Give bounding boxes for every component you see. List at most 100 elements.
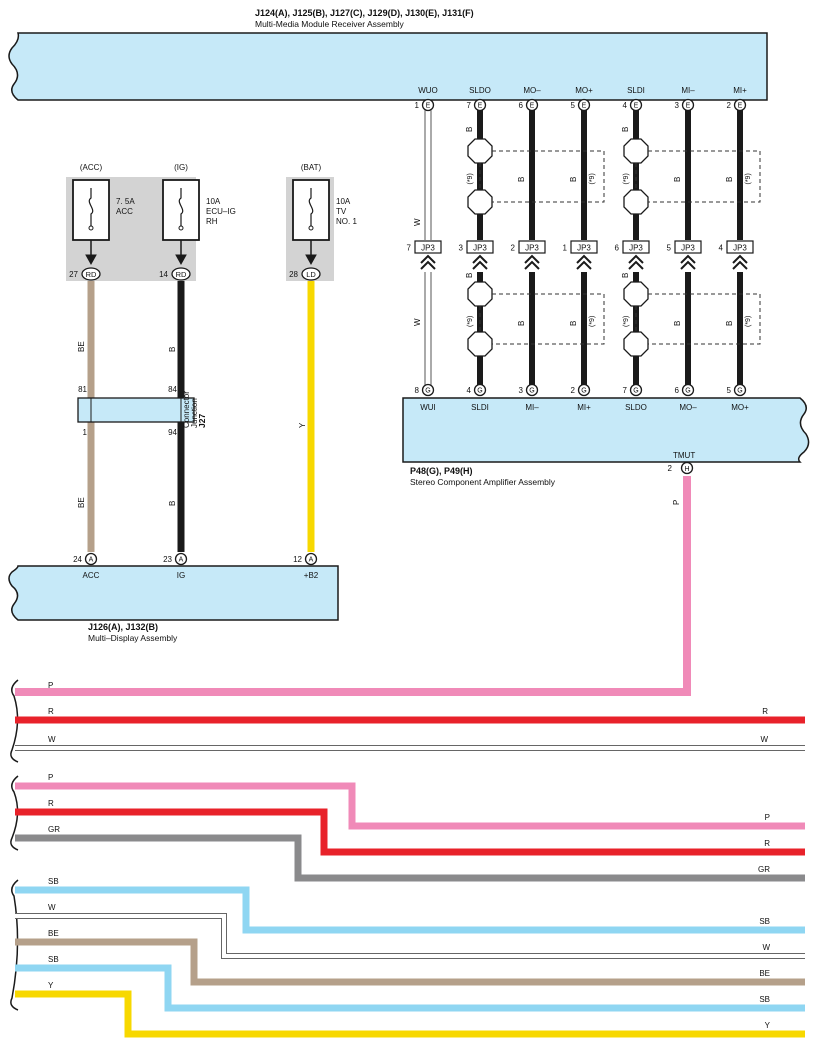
fuse-element-2 <box>308 188 314 226</box>
amplifier-pin-number-4: 7 <box>623 386 628 395</box>
jp3-pin-number-2: 2 <box>511 244 516 253</box>
jp3-box-label-4: JP3 <box>629 244 643 253</box>
shield-octagon-top-3 <box>623 281 649 307</box>
fuse-name-2-1: RH <box>206 217 218 226</box>
junction-pin-84: 84 <box>168 385 177 394</box>
fuse-connector-2 <box>301 267 321 281</box>
fuse-source-0: (ACC) <box>80 163 103 172</box>
receiver-pin-label-3: MO+ <box>575 86 593 95</box>
legend-1-code-left-1: R <box>48 707 54 716</box>
amplifier-pin-label-5: MO– <box>679 403 697 412</box>
tmut-wire-code: P <box>672 500 681 505</box>
receiver-pin-0-connector-letter: E <box>426 103 431 110</box>
legend-2-wire-0 <box>15 782 805 830</box>
receiver-codes: J124(A), J125(B), J127(C), J129(D), J130… <box>255 8 474 18</box>
amplifier-pin-number-2: 3 <box>519 386 524 395</box>
display-pin-number-0: 24 <box>73 555 82 564</box>
receiver-pin-1-connector-letter: E <box>478 103 483 110</box>
jp3-box-4 <box>622 240 650 254</box>
amplifier-pin-label-0: WUI <box>420 403 436 412</box>
receiver-pin-number-0: 1 <box>415 101 420 110</box>
amplifier-pin-0-terminal <box>421 383 435 397</box>
shield-note-right-1: (*9) <box>745 173 752 184</box>
junction-connector-j27 <box>77 397 195 423</box>
fuse-name-1-0: ACC <box>116 207 133 216</box>
wire-code-upper-6: B <box>725 177 734 182</box>
legend-2-code-right-0: P <box>765 813 770 822</box>
jp3-pin-number-6: 4 <box>719 244 724 253</box>
receiver-name: Multi-Media Module Receiver Assembly <box>255 19 405 29</box>
legend-3-code-right-3: SB <box>759 995 770 1004</box>
wire-code-upper-3: B <box>569 177 578 182</box>
amplifier-box <box>402 397 810 463</box>
fuse-rating-1: 10A <box>206 197 221 206</box>
amplifier-pin-label-2: MI– <box>525 403 539 412</box>
shield-dashed-frame-0 <box>492 150 605 203</box>
receiver-pin-number-4: 4 <box>623 101 628 110</box>
wire-code-be-lower: BE <box>77 497 86 508</box>
legend-3-code-right-4: Y <box>765 1021 771 1030</box>
receiver-pin-6-connector-letter: E <box>738 103 743 110</box>
display-pin-0-connector-letter: A <box>89 557 94 564</box>
legend-bracket-3 <box>10 879 19 1011</box>
tmut-pin-number: 2 <box>668 464 673 473</box>
receiver-box <box>8 32 768 101</box>
legend-3-wire-1-outline <box>15 913 805 959</box>
jp3-pin-number-0: 7 <box>407 244 412 253</box>
wire-code-upper-2: B <box>517 177 526 182</box>
shield-note-left-2: (*9) <box>467 316 474 327</box>
jp3-chevron-6 <box>732 254 748 270</box>
fuse-connector-code-0: RD <box>86 270 97 279</box>
legend-3-wire-3 <box>15 964 805 1012</box>
legend-2-wire-1 <box>15 808 805 856</box>
legend-3-code-left-2: BE <box>48 929 59 938</box>
legend-3-wire-4 <box>15 990 805 1038</box>
display-pin-number-1: 23 <box>163 555 172 564</box>
jp3-box-6 <box>726 240 754 254</box>
wire-code-lower-3: B <box>569 321 578 326</box>
fuse-source-1: (IG) <box>174 163 188 172</box>
amplifier-pin-1-terminal <box>473 383 487 397</box>
junction-code: J27 <box>197 414 207 428</box>
fuse-connector-0 <box>81 267 101 281</box>
amplifier-pin-2-terminal <box>525 383 539 397</box>
amplifier-pin-number-3: 2 <box>571 386 576 395</box>
display-codes: J126(A), J132(B) <box>88 622 158 632</box>
fuse-name-1-1: ECU–IG <box>206 207 236 216</box>
amplifier-pin-2-connector-letter: G <box>529 388 534 395</box>
display-box <box>8 565 339 621</box>
receiver-pin-label-1: SLDO <box>469 86 491 95</box>
receiver-pin-number-6: 2 <box>727 101 732 110</box>
display-pin-2-connector-letter: A <box>309 557 314 564</box>
amplifier-pin-6-terminal <box>733 383 747 397</box>
jp3-box-label-3: JP3 <box>577 244 591 253</box>
amplifier-pin-3-connector-letter: G <box>581 388 586 395</box>
fuse-connector-code-1: RD <box>176 270 187 279</box>
wire-code-lower-4: B <box>621 273 630 278</box>
junction-label: J27 Junction Connector <box>182 391 207 428</box>
legend-3-wire-1 <box>15 914 805 958</box>
display-pin-number-2: 12 <box>293 555 302 564</box>
wire-code-lower-5: B <box>673 321 682 326</box>
wire-code-upper-1: B <box>465 127 474 132</box>
shield-dashed-frame-2 <box>492 293 605 345</box>
receiver-pin-label-0: WUO <box>418 86 438 95</box>
jp3-box-label-5: JP3 <box>681 244 695 253</box>
shield-note-left-0: (*9) <box>467 173 474 184</box>
jp3-box-label-0: JP3 <box>421 244 435 253</box>
legend-2-code-right-1: R <box>764 839 770 848</box>
wire-code-lower-6: B <box>725 321 734 326</box>
legend-1-code-left-0: P <box>48 681 53 690</box>
shield-octagon-top-2 <box>467 281 493 307</box>
amplifier-pin-number-0: 8 <box>415 386 420 395</box>
jp3-box-label-6: JP3 <box>733 244 747 253</box>
wire-code-lower-1: B <box>465 273 474 278</box>
fuse-contact-0 <box>88 225 94 231</box>
wire-code-be-upper: BE <box>77 341 86 352</box>
shield-octagon-bottom-2 <box>467 331 493 357</box>
fuse-rating-2: 10A <box>336 197 351 206</box>
receiver-pin-3-connector-letter: E <box>582 103 587 110</box>
receiver-pin-2-connector-letter: E <box>530 103 535 110</box>
amplifier-pin-label-4: SLDO <box>625 403 647 412</box>
